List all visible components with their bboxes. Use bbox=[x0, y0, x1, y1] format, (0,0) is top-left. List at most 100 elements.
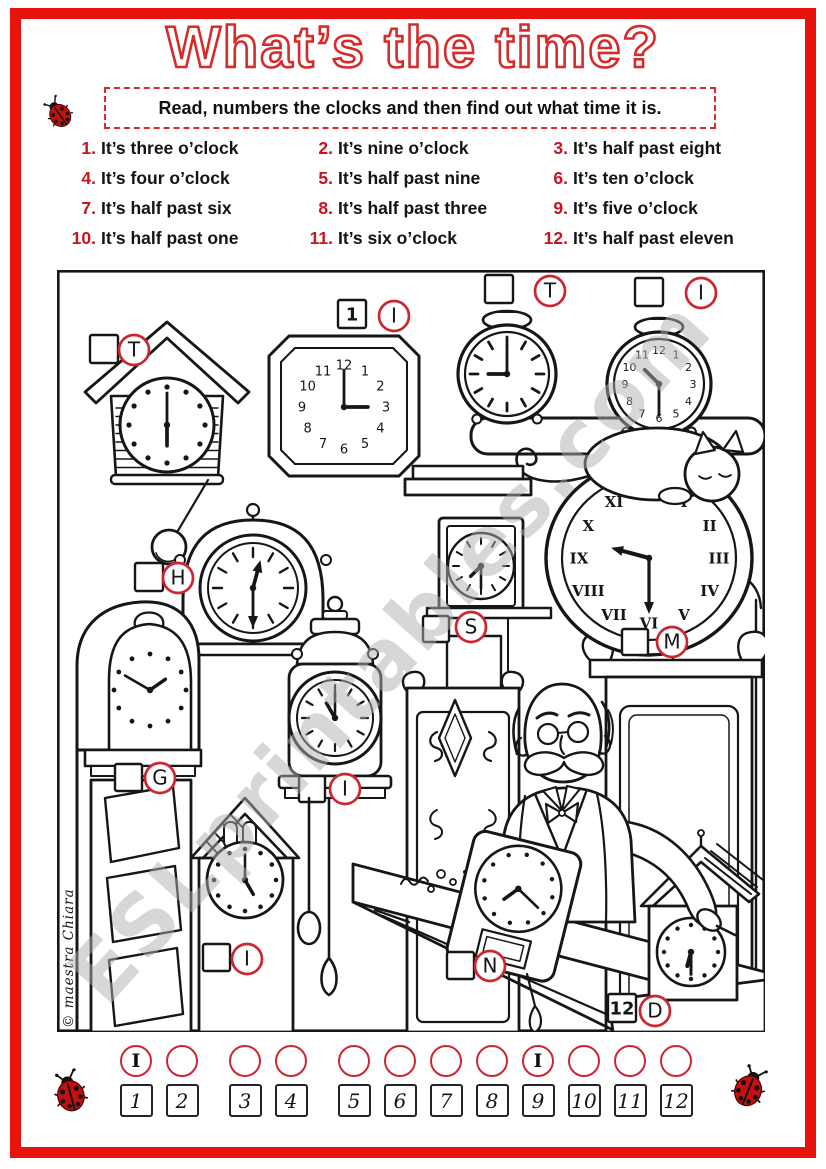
letter-badge bbox=[454, 610, 488, 644]
answer-square[interactable] bbox=[421, 614, 451, 644]
time-number: 4. bbox=[81, 168, 96, 188]
workbench-clock: N bbox=[445, 829, 583, 1032]
time-item-7: 7.It’s half past six bbox=[58, 198, 295, 219]
clock-number-box-10: 10 bbox=[567, 1084, 601, 1117]
time-text: It’s half past eleven bbox=[573, 228, 734, 248]
instruction-text: Read, numbers the clocks and then find o… bbox=[158, 97, 662, 118]
answer-circle-1[interactable]: I bbox=[120, 1045, 152, 1077]
pendulum-weights bbox=[296, 796, 338, 997]
sleeping-cat bbox=[515, 426, 745, 506]
time-text: It’s four o’clock bbox=[101, 168, 230, 188]
clock-number-box-3: 3 bbox=[228, 1084, 262, 1117]
time-item-1: 1.It’s three o’clock bbox=[58, 138, 295, 159]
svg-text:5: 5 bbox=[361, 437, 369, 452]
time-number: 12. bbox=[543, 228, 568, 248]
answer-square[interactable] bbox=[620, 627, 650, 657]
svg-text:8: 8 bbox=[626, 395, 633, 408]
svg-text:1: 1 bbox=[673, 349, 680, 362]
svg-text:T: T bbox=[127, 338, 141, 362]
letter-badge bbox=[328, 772, 362, 806]
svg-text:7: 7 bbox=[639, 407, 646, 420]
clock-number-box-5: 5 bbox=[337, 1084, 371, 1117]
answer-square[interactable] bbox=[633, 276, 665, 308]
answer-circle-2[interactable] bbox=[166, 1045, 198, 1077]
time-number: 5. bbox=[318, 168, 333, 188]
answer-circle-5[interactable] bbox=[338, 1045, 370, 1077]
svg-text:G: G bbox=[152, 766, 168, 790]
time-text: It’s three o’clock bbox=[101, 138, 239, 158]
time-text: It’s ten o’clock bbox=[573, 168, 694, 188]
clock-number-box-6: 6 bbox=[383, 1084, 417, 1117]
answer-circle-9[interactable]: I bbox=[522, 1045, 554, 1077]
clock-shop-illustration: T123456789101112IIIIIIIIVVVIVIIVIIIIXXXI… bbox=[57, 270, 765, 1032]
svg-text:XI: XI bbox=[605, 493, 624, 511]
svg-text:© maestra Chiara: © maestra Chiara bbox=[61, 888, 77, 1028]
house-clock: I bbox=[189, 796, 301, 1032]
svg-text:11: 11 bbox=[315, 364, 332, 379]
svg-text:12: 12 bbox=[610, 999, 635, 1020]
answer-circle-7[interactable] bbox=[430, 1045, 462, 1077]
time-item-3: 3.It’s half past eight bbox=[530, 138, 770, 159]
svg-text:T: T bbox=[543, 279, 557, 303]
answer-circle-12[interactable] bbox=[660, 1045, 692, 1077]
alarm-clock-left: T bbox=[456, 273, 567, 425]
answer-circle-4[interactable] bbox=[275, 1045, 307, 1077]
ladybug-icon bbox=[727, 1061, 774, 1112]
letter-badge bbox=[161, 561, 195, 595]
answer-square[interactable] bbox=[133, 561, 165, 593]
answer-circle-6[interactable] bbox=[384, 1045, 416, 1077]
answer-square[interactable] bbox=[88, 333, 120, 365]
answer-square[interactable] bbox=[445, 950, 476, 981]
answer-square[interactable] bbox=[483, 273, 515, 305]
time-item-8: 8.It’s half past three bbox=[295, 198, 530, 219]
time-item-9: 9.It’s five o’clock bbox=[530, 198, 770, 219]
svg-text:1: 1 bbox=[361, 364, 369, 379]
answer-square[interactable] bbox=[336, 298, 368, 330]
time-number: 6. bbox=[553, 168, 568, 188]
answer-cell-4: 4 bbox=[274, 1045, 308, 1117]
svg-text:4: 4 bbox=[376, 422, 384, 437]
answer-circle-3[interactable] bbox=[229, 1045, 261, 1077]
letter-badge bbox=[377, 299, 411, 333]
time-text: It’s half past nine bbox=[338, 168, 481, 188]
letter-badge bbox=[143, 761, 177, 795]
answer-cell-8: 8 bbox=[475, 1045, 509, 1117]
time-text: It’s six o’clock bbox=[338, 228, 457, 248]
time-item-12: 12.It’s half past eleven bbox=[530, 228, 770, 249]
time-number: 2. bbox=[318, 138, 333, 158]
time-text: It’s half past one bbox=[101, 228, 239, 248]
svg-text:N: N bbox=[483, 954, 498, 978]
page-title: What’s the time? bbox=[165, 14, 660, 82]
time-number: 11. bbox=[309, 228, 333, 248]
bench-tools bbox=[373, 869, 474, 924]
svg-text:1: 1 bbox=[346, 305, 358, 326]
svg-text:2: 2 bbox=[685, 361, 692, 374]
time-item-5: 5.It’s half past nine bbox=[295, 168, 530, 189]
time-number: 10. bbox=[71, 228, 96, 248]
letter-badge bbox=[533, 274, 567, 308]
svg-text:9: 9 bbox=[622, 378, 629, 391]
svg-text:6: 6 bbox=[340, 443, 348, 458]
time-item-10: 10.It’s half past one bbox=[58, 228, 295, 249]
svg-text:6: 6 bbox=[656, 412, 663, 425]
answer-square[interactable] bbox=[297, 774, 327, 804]
time-number: 7. bbox=[81, 198, 96, 218]
time-text: It’s half past six bbox=[101, 198, 232, 218]
svg-text:8: 8 bbox=[303, 422, 311, 437]
time-text: It’s nine o’clock bbox=[338, 138, 469, 158]
answer-square[interactable] bbox=[113, 762, 144, 793]
answer-square[interactable] bbox=[606, 992, 638, 1024]
svg-text:IV: IV bbox=[700, 582, 719, 600]
answer-circle-8[interactable] bbox=[476, 1045, 508, 1077]
svg-text:3: 3 bbox=[690, 378, 697, 391]
svg-text:I: I bbox=[342, 777, 348, 801]
ladybug-icon bbox=[49, 1066, 91, 1116]
answer-circle-11[interactable] bbox=[614, 1045, 646, 1077]
answer-cell-11: 11 bbox=[613, 1045, 647, 1117]
answer-square[interactable] bbox=[201, 942, 232, 973]
answer-circle-10[interactable] bbox=[568, 1045, 600, 1077]
